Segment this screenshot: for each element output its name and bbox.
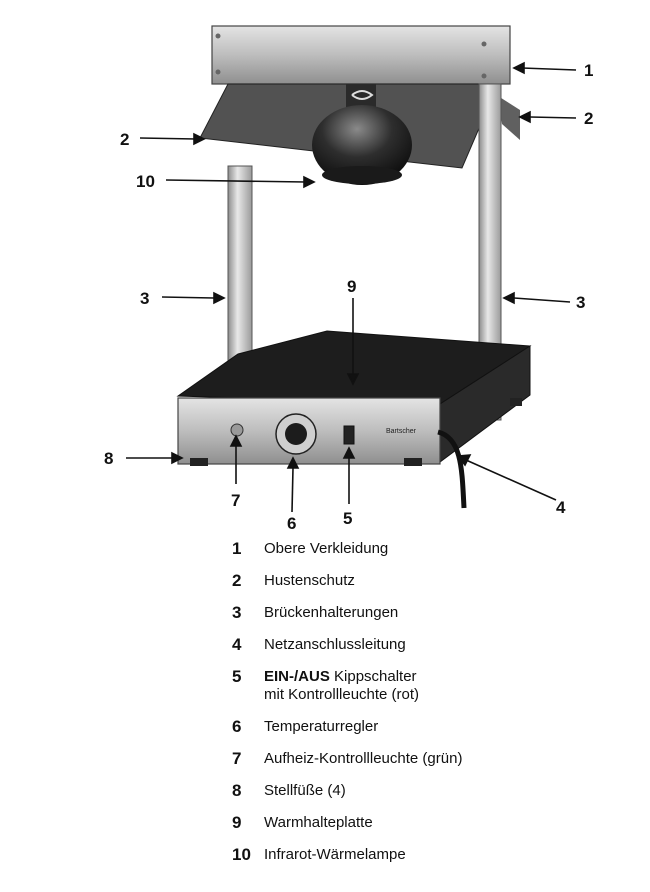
brand-logo: Bartscher — [386, 428, 417, 435]
infrared-bulb — [312, 84, 412, 185]
legend-label: Brückenhalterungen — [264, 604, 399, 621]
legend-item-3: 3 Brückenhalterungen — [232, 604, 632, 622]
legend-number: 2 — [232, 571, 242, 590]
legend-item-4: 4 Netzanschlussleitung — [232, 636, 632, 654]
indicator-light-green — [230, 423, 244, 437]
legend-number: 1 — [232, 539, 242, 558]
callout-10: 10 — [136, 172, 155, 191]
legend-label: Obere Verkleidung — [264, 540, 389, 557]
legend-number: 9 — [232, 813, 242, 832]
callout-1: 1 — [584, 61, 593, 80]
legend-number: 4 — [232, 635, 242, 654]
callout-6: 6 — [287, 514, 296, 530]
callout-7: 7 — [231, 491, 240, 510]
legend-item-7: 7 Aufheiz-Kontrollleuchte (grün) — [232, 750, 632, 768]
legend-label: EIN-/AUS Kippschalter mit Kontrollleucht… — [264, 668, 419, 704]
legend-item-9: 9 Warmhalteplatte — [232, 814, 632, 832]
legend-label: Hustenschutz — [264, 572, 355, 589]
legend-label: Netzanschlussleitung — [264, 636, 406, 653]
legend-item-1: 1 Obere Verkleidung — [232, 540, 632, 558]
legend-number: 10 — [232, 845, 251, 864]
callout-4: 4 — [556, 498, 566, 517]
power-switch — [343, 425, 355, 445]
legend-number: 7 — [232, 749, 242, 768]
legend-number: 5 — [232, 667, 242, 686]
legend-item-10: 10 Infrarot-Wärmelampe — [232, 846, 632, 864]
callout-5: 5 — [343, 509, 352, 528]
callout-2-left: 2 — [120, 130, 129, 149]
legend-label-bold: EIN-/AUS — [264, 668, 330, 685]
legend-item-5: 5 EIN-/AUS Kippschalter mit Kontrollleuc… — [232, 668, 632, 704]
legend-number: 6 — [232, 717, 242, 736]
callout-2-right: 2 — [584, 109, 593, 128]
legend-number: 3 — [232, 603, 242, 622]
legend-label-part: Kippschalter — [329, 668, 417, 685]
top-housing — [211, 25, 511, 85]
legend-number: 8 — [232, 781, 242, 800]
callout-3-left: 3 — [140, 289, 149, 308]
legend-label-line2: mit Kontrollleuchte (rot) — [264, 686, 420, 703]
legend-label: Temperaturregler — [264, 718, 379, 735]
callout-9: 9 — [347, 277, 356, 296]
legend-label: Aufheiz-Kontrollleuchte (grün) — [264, 750, 463, 767]
legend-label: Infrarot-Wärmelampe — [264, 846, 406, 863]
legend-item-6: 6 Temperaturregler — [232, 718, 632, 736]
callout-8: 8 — [104, 449, 113, 468]
base: Bartscher — [177, 397, 522, 466]
heat-lamp-diagram: Bartscher 1 2 2 10 3 3 9 8 7 6 5 4 — [104, 25, 593, 530]
legend-item-2: 2 Hustenschutz — [232, 572, 632, 590]
leader-lines — [126, 61, 577, 513]
legend-label: Stellfüße (4) — [264, 782, 346, 799]
legend-item-8: 8 Stellfüße (4) — [232, 782, 632, 800]
legend: 1 Obere Verkleidung 2 Hustenschutz 3 Brü… — [232, 540, 632, 878]
callout-3-right: 3 — [576, 293, 585, 312]
legend-label: Warmhalteplatte — [264, 814, 373, 831]
